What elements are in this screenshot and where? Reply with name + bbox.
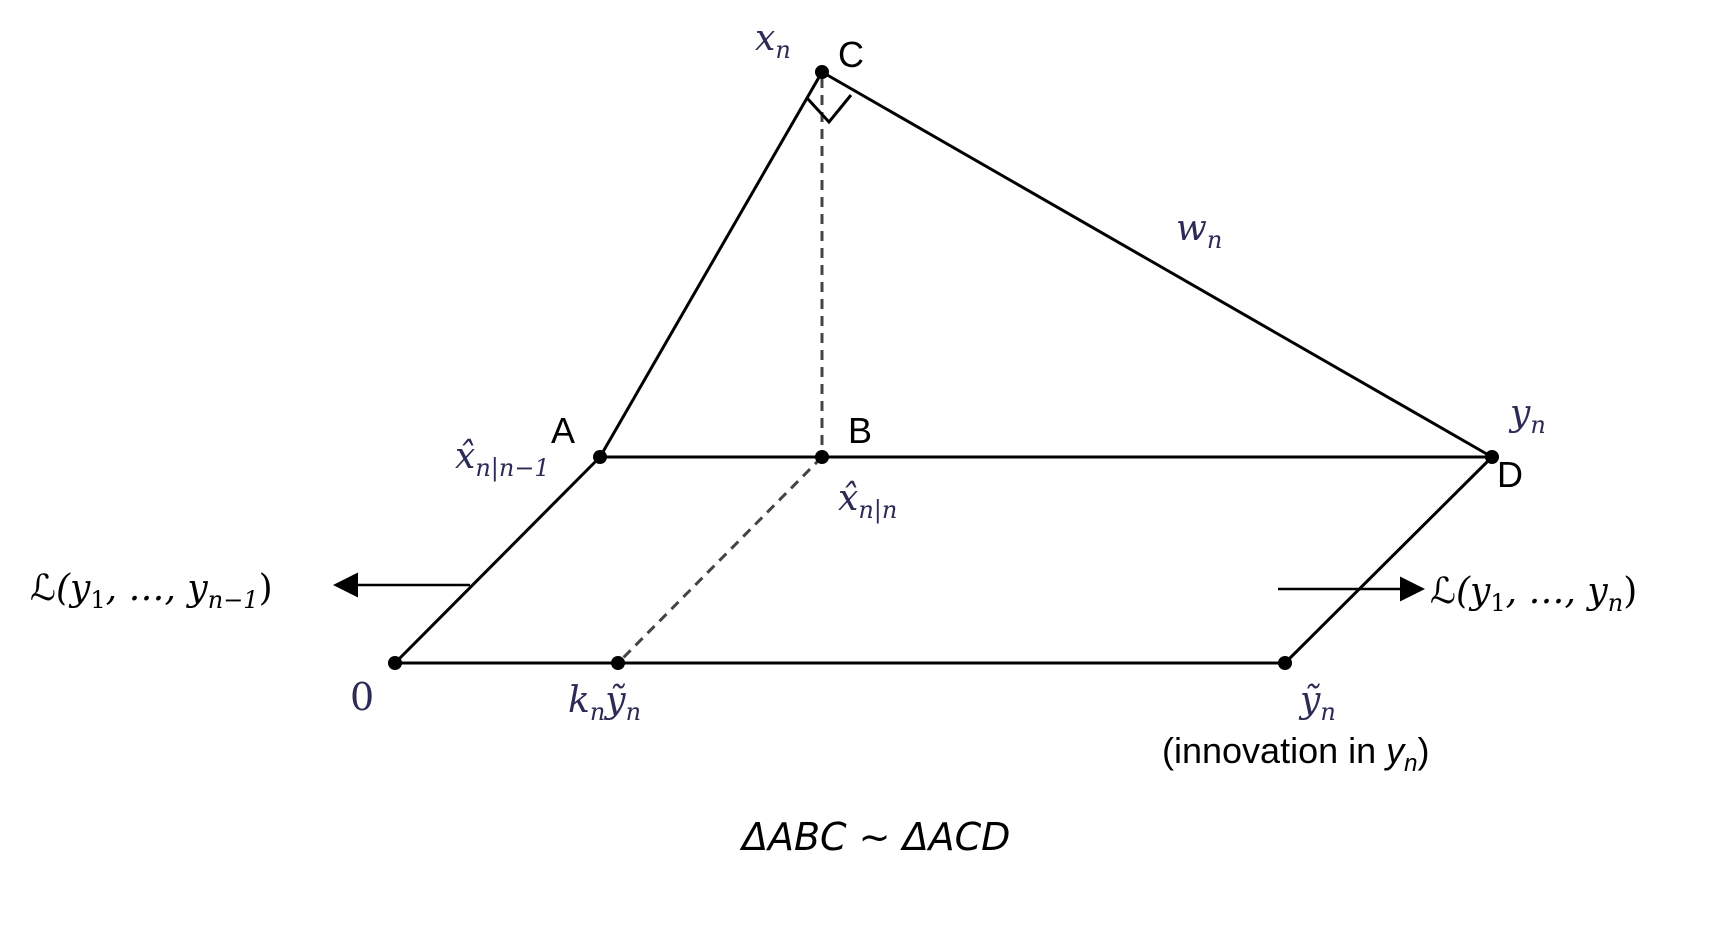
edge-C-D xyxy=(821,70,1493,459)
point-K xyxy=(611,656,625,670)
math-w-n: wn xyxy=(1176,208,1222,254)
point-B xyxy=(815,450,829,464)
span-left-label: ℒ(y1, …, yn−1) xyxy=(30,568,273,614)
edge-O-A xyxy=(393,455,602,665)
math-ytilde-n: ỹn xyxy=(1298,680,1336,726)
point-D xyxy=(1485,450,1499,464)
points xyxy=(388,65,1499,670)
point-O xyxy=(388,656,402,670)
subspace-plane xyxy=(393,455,1494,665)
similarity-caption: ΔABC ~ ΔACD xyxy=(739,815,1010,859)
label-C: C xyxy=(838,34,864,75)
label-D: D xyxy=(1497,454,1523,495)
math-xhat-n-given-n-minus-1: x̂n|n−1 xyxy=(455,436,550,483)
math-x-n: xn xyxy=(755,18,791,64)
math-xhat-n-given-n: x̂n|n xyxy=(838,478,897,525)
innovation-note: (innovation in yn) xyxy=(1162,730,1430,777)
math-k-n-ytilde-n: knỹn xyxy=(568,680,641,726)
point-Y xyxy=(1278,656,1292,670)
span-right-label: ℒ(y1, …, yn) xyxy=(1430,571,1637,617)
math-zero: 0 xyxy=(350,675,374,719)
edge-Y-D xyxy=(1283,455,1494,665)
edge-A-C xyxy=(598,71,824,458)
right-angle-marker xyxy=(805,94,853,125)
point-A xyxy=(593,450,607,464)
label-B: B xyxy=(848,410,872,451)
dashed-B-K xyxy=(616,455,824,665)
triangle-edges xyxy=(598,70,1493,459)
label-A: A xyxy=(551,410,575,451)
point-C xyxy=(815,65,829,79)
math-y-n: yn xyxy=(1508,393,1546,439)
projection-lines xyxy=(616,78,824,665)
